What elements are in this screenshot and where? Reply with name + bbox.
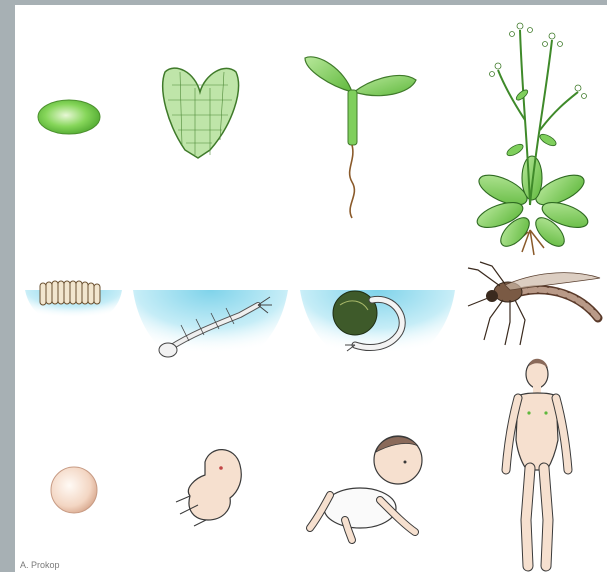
adult-human-icon — [506, 359, 568, 566]
seedling-icon — [305, 57, 416, 218]
egg-cell-icon — [51, 467, 97, 513]
fetus-icon — [176, 450, 241, 526]
adult-plant-icon — [474, 23, 591, 255]
embryo-icon — [163, 68, 239, 158]
adult-mosquito-icon — [468, 262, 600, 345]
baby-icon — [310, 436, 422, 540]
seed-icon — [38, 100, 100, 134]
egg-raft-icon — [40, 281, 100, 305]
author-credit: A. Prokop — [20, 560, 60, 571]
